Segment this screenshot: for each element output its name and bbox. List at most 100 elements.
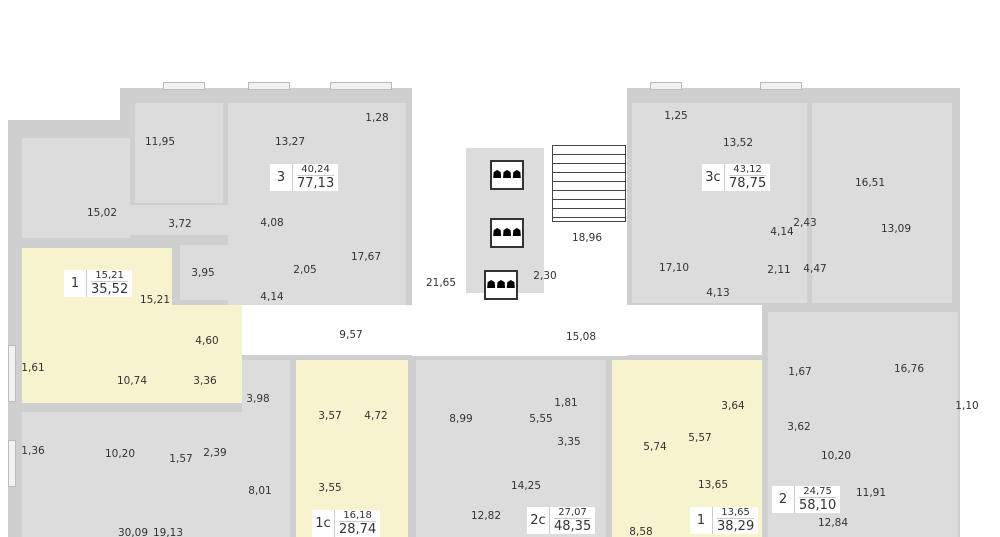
room-count: 2 — [778, 492, 788, 507]
room-count: 1с — [315, 516, 331, 531]
elevator-icon: ☗☗☗ — [490, 218, 524, 248]
room-area: 1,61 — [21, 362, 45, 374]
room-area: 3,36 — [193, 375, 217, 387]
room-area: 4,14 — [260, 291, 284, 303]
room-area: 4,47 — [803, 263, 827, 275]
room-area: 11,95 — [144, 136, 176, 148]
room — [22, 138, 130, 238]
room-area: 3,95 — [191, 267, 215, 279]
room — [228, 103, 406, 308]
room-area: 12,84 — [817, 517, 849, 529]
room-count: 3с — [705, 170, 721, 185]
total-area: 58,10 — [799, 498, 837, 513]
room-area: 10,20 — [820, 450, 852, 462]
total-area: 78,75 — [729, 176, 767, 191]
window — [650, 82, 682, 90]
room — [130, 205, 230, 235]
living-area: 40,24 — [297, 164, 335, 176]
window — [330, 82, 392, 90]
room-area: 5,74 — [643, 441, 667, 453]
room-area: 3,55 — [318, 482, 342, 494]
living-area: 24,75 — [799, 486, 837, 498]
room-area: 16,51 — [854, 177, 886, 189]
room-area: 4,13 — [706, 287, 730, 299]
room — [135, 103, 223, 203]
room-area: 2,11 — [767, 264, 791, 276]
room — [812, 103, 952, 303]
room-area: 2,30 — [533, 270, 557, 282]
window — [760, 82, 802, 90]
total-area: 38,29 — [717, 519, 755, 534]
room-area: 15,21 — [139, 294, 171, 306]
room-area: 2,05 — [293, 264, 317, 276]
corridor — [242, 305, 762, 355]
elevator-icon: ☗☗☗ — [490, 160, 524, 190]
room-area: 2,43 — [793, 217, 817, 229]
room-area: 1,81 — [554, 397, 578, 409]
room-area: 2,39 — [203, 447, 227, 459]
living-area: 27,07 — [554, 507, 592, 519]
room-area: 4,14 — [770, 226, 794, 238]
room-area: 3,35 — [557, 436, 581, 448]
room-count: 1 — [696, 513, 706, 528]
window — [8, 345, 16, 402]
room-area: 5,55 — [529, 413, 553, 425]
room-area: 11,91 — [855, 487, 887, 499]
room-area: 3,57 — [318, 410, 342, 422]
room-area: 8,58 — [629, 526, 653, 537]
room-area: 1,67 — [788, 366, 812, 378]
living-area: 13,65 — [717, 507, 755, 519]
total-area: 48,35 — [554, 519, 592, 534]
room-count: 2с — [530, 513, 546, 528]
room-area: 1,57 — [169, 453, 193, 465]
elevator-icon: ☗☗☗ — [484, 270, 518, 300]
room-area: 1,10 — [955, 400, 979, 412]
room-count: 3 — [276, 170, 286, 185]
room — [632, 103, 807, 303]
room-area: 9,57 — [339, 329, 363, 341]
room-area: 8,99 — [449, 413, 473, 425]
room-area: 17,67 — [350, 251, 382, 263]
room — [22, 412, 242, 537]
apartment-1c-area — [296, 360, 408, 537]
room-area: 16,76 — [893, 363, 925, 375]
living-area: 15,21 — [91, 270, 129, 282]
room-area: 8,01 — [248, 485, 272, 497]
room-area: 4,60 — [195, 335, 219, 347]
room-area: 15,02 — [86, 207, 118, 219]
window — [248, 82, 290, 90]
room-area: 4,72 — [364, 410, 388, 422]
living-area: 43,12 — [729, 164, 767, 176]
room-area: 3,64 — [721, 400, 745, 412]
total-area: 28,74 — [339, 522, 377, 537]
room-area: 30,09 — [117, 527, 149, 537]
room-area: 10,74 — [116, 375, 148, 387]
room-area: 1,28 — [365, 112, 389, 124]
room-area: 18,96 — [571, 232, 603, 244]
room-count: 1 — [70, 276, 80, 291]
room-area: 19,13 — [152, 527, 184, 537]
window — [163, 82, 205, 90]
room — [242, 360, 290, 537]
staircase — [552, 145, 626, 222]
total-area: 77,13 — [297, 176, 335, 191]
room-area: 4,08 — [260, 217, 284, 229]
room-area: 10,20 — [104, 448, 136, 460]
room-area: 13,52 — [722, 137, 754, 149]
room-area: 3,72 — [168, 218, 192, 230]
room-area: 3,98 — [246, 393, 270, 405]
apartment-1-area — [172, 305, 242, 403]
room-area: 17,10 — [658, 262, 690, 274]
room-area: 5,57 — [688, 432, 712, 444]
window — [8, 440, 16, 487]
room-area: 15,08 — [565, 331, 597, 343]
living-area: 16,18 — [339, 510, 377, 522]
